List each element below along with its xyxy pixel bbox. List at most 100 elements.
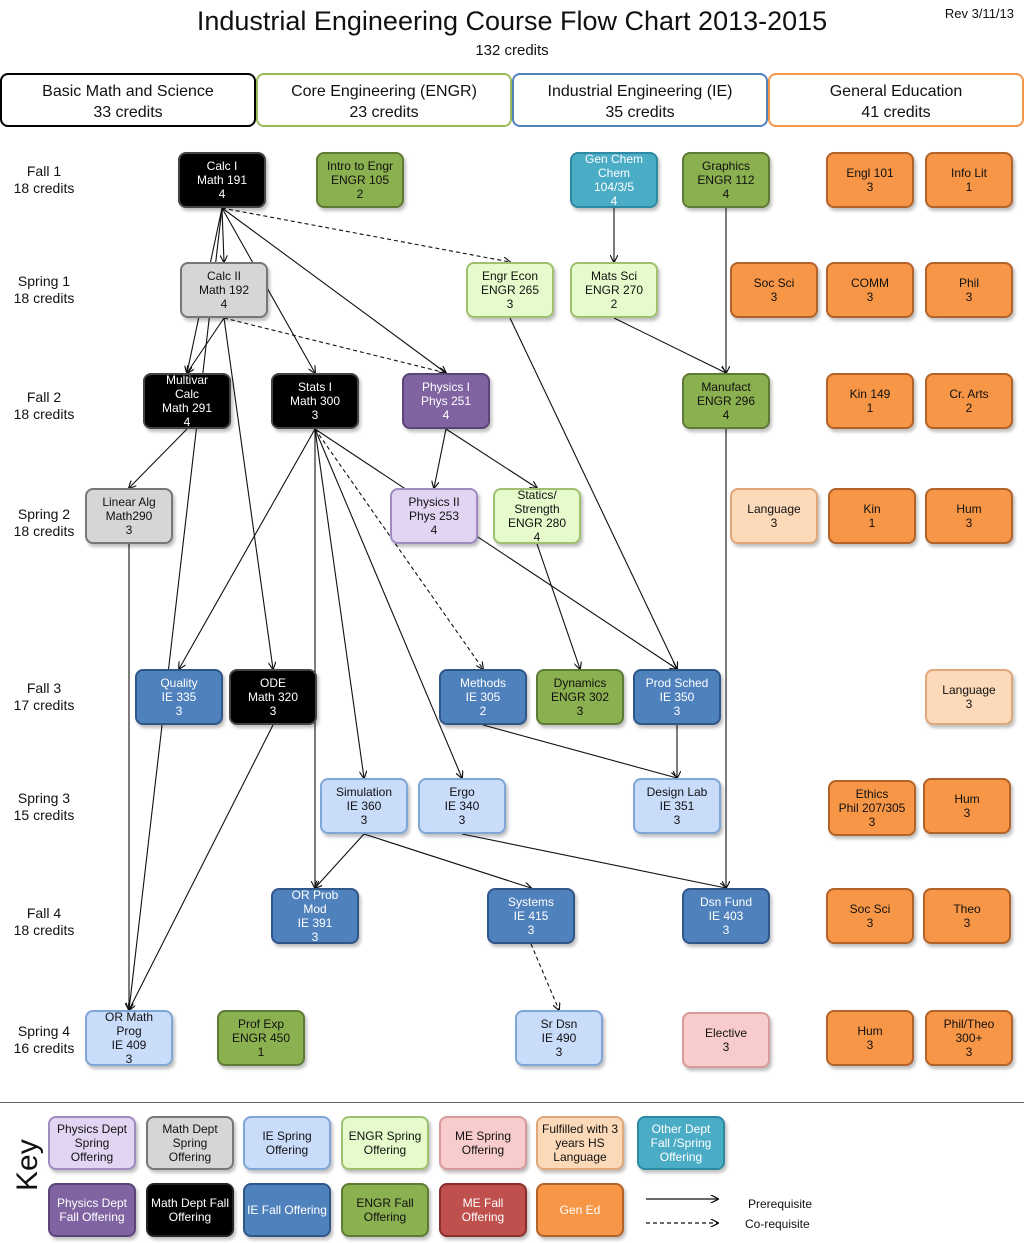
course-line: Prod Sched <box>645 676 709 690</box>
course-line: Statics/ <box>517 488 557 502</box>
prerequisite-arrow-methods-to-designlab <box>482 724 677 778</box>
course-line: 3 <box>269 704 277 718</box>
key-swatch-phys-spring: Physics Dept Spring Offering <box>48 1116 136 1170</box>
prerequisite-arrow-engrecon-to-prodsched <box>509 317 677 669</box>
semester-credits: 15 credits <box>13 807 75 823</box>
course-line: 3 <box>965 1045 973 1059</box>
course-line: Physics II <box>408 495 460 509</box>
column-credits: 41 credits <box>861 104 931 121</box>
prerequisite-arrow-calc1-to-stats1 <box>221 207 315 373</box>
course-line: IE 415 <box>513 909 549 923</box>
course-line: ENGR 112 <box>697 173 755 187</box>
course-line: 1 <box>866 401 874 415</box>
course-line: 4 <box>442 408 450 422</box>
key-swatch-gened: Gen Ed <box>536 1183 624 1237</box>
course-line: 4 <box>722 187 730 201</box>
prerequisite-arrow-calc2-to-ode <box>223 317 273 669</box>
key-swatch-phys-fall: Physics Dept Fall Offering <box>48 1183 136 1237</box>
semester-name: Spring 1 <box>17 273 71 289</box>
course-line: 3 <box>965 290 973 304</box>
course-line: Math 300 <box>289 394 341 408</box>
course-line: 3 <box>125 523 133 537</box>
course-line: 3 <box>866 290 874 304</box>
prerequisite-legend-label: Prerequisite <box>748 1197 813 1211</box>
course-line: 3 <box>722 1040 730 1054</box>
course-line: Theo <box>953 902 981 916</box>
course-line: 3 <box>722 923 730 937</box>
semester-name: Spring 2 <box>17 506 71 522</box>
key-swatch-ie-fall: IE Fall Offering <box>243 1183 331 1237</box>
course-line: 1 <box>257 1045 265 1059</box>
prerequisite-arrow-calc1-to-calc2 <box>222 207 224 262</box>
semester-credits: 17 credits <box>13 697 75 713</box>
semester-credits: 18 credits <box>13 290 75 306</box>
column-credits: 23 credits <box>349 104 419 121</box>
corequisite-arrow-systems-to-srdsn <box>530 943 559 1010</box>
corequisite-legend-label: Co-requisite <box>745 1217 810 1231</box>
course-line: 3 <box>576 704 584 718</box>
prerequisite-arrow-stats1-to-ergo <box>314 428 462 778</box>
key-swatch-other: Other Dept Fall /Spring Offering <box>637 1116 725 1170</box>
course-line: 2 <box>479 704 487 718</box>
course-line: 4 <box>183 415 191 429</box>
course-line: 4 <box>610 194 618 208</box>
semester-name: Fall 2 <box>26 389 62 405</box>
course-line: 2 <box>965 401 973 415</box>
prerequisite-arrow-phys1-to-statics <box>445 428 537 488</box>
course-line: Graphics <box>701 159 751 173</box>
course-line: 3 <box>866 1038 874 1052</box>
course-line: IE 490 <box>541 1031 577 1045</box>
course-line: 3 <box>175 704 183 718</box>
course-line: Engl 101 <box>846 166 894 180</box>
semester-name: Spring 4 <box>17 1023 71 1039</box>
key-swatch-engr-spring: ENGR Spring Offering <box>341 1116 429 1170</box>
course-line: IE 351 <box>659 799 695 813</box>
key-swatch-math-spring: Math Dept Spring Offering <box>146 1116 234 1170</box>
semester-credits: 18 credits <box>13 922 75 938</box>
course-line: ENGR 105 <box>330 173 390 187</box>
course-line: 3 <box>965 697 973 711</box>
course-line: 1 <box>868 516 876 530</box>
column-header-industrial-engineering: Industrial Engineering (IE)35 credits <box>512 73 768 127</box>
course-line: IE 305 <box>465 690 501 704</box>
course-line: 3 <box>458 813 466 827</box>
course-line: Engr Econ <box>481 269 539 283</box>
prerequisite-arrow-simulation-to-systems <box>363 833 531 888</box>
semester-credits: 18 credits <box>13 523 75 539</box>
course-line: IE 391 <box>297 916 333 930</box>
page-title: Industrial Engineering Course Flow Chart… <box>196 6 828 36</box>
course-line: OR Math <box>104 1010 153 1024</box>
course-line: 300+ <box>955 1031 983 1045</box>
course-line: Physics I <box>421 380 470 394</box>
course-line: Phil 207/305 <box>838 801 906 815</box>
page-subtitle: 132 credits <box>475 42 549 59</box>
course-line: 3 <box>965 516 973 530</box>
course-line: Gen Chem <box>584 152 644 166</box>
prerequisite-arrow-simulation-to-orprob <box>315 833 365 888</box>
key-swatch-me-fall: ME Fall Offering <box>439 1183 527 1237</box>
course-line: Language <box>942 683 996 697</box>
semester-credits: 16 credits <box>13 1040 75 1056</box>
course-line: 3 <box>770 290 778 304</box>
prerequisite-arrow-statics-to-dynamics <box>536 543 580 669</box>
